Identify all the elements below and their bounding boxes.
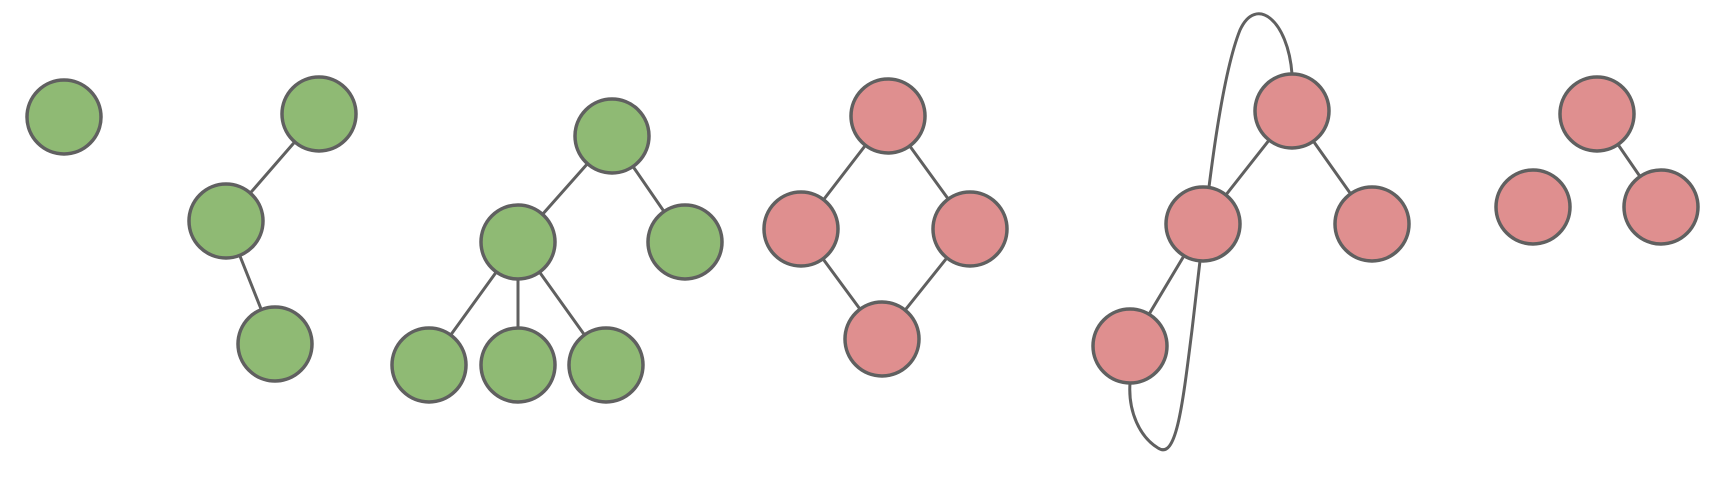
graph-3-node-e — [479, 326, 557, 404]
graph-6-node-b — [1494, 168, 1572, 246]
graph-3-node-a — [573, 97, 651, 175]
graph-5-node-c — [1333, 185, 1411, 263]
graph-5-node-a — [1253, 72, 1331, 150]
graph-3-node-b — [479, 203, 557, 281]
graph-2-node-a — [280, 75, 358, 153]
graph-1-node-a — [25, 78, 103, 156]
graph-2-node-c — [236, 305, 314, 383]
graph-6-node-c — [1622, 168, 1700, 246]
graph-4-node-b — [762, 190, 840, 268]
graph-3-node-f — [567, 326, 645, 404]
graph-4-node-a — [849, 77, 927, 155]
graph-4-node-c — [931, 190, 1009, 268]
graph-4-node-d — [843, 300, 921, 378]
graph-5-node-b — [1164, 185, 1242, 263]
graph-5-node-d — [1091, 307, 1169, 385]
graph-3-node-c — [646, 203, 724, 281]
graph-6-node-a — [1558, 75, 1636, 153]
graph-2-node-b — [187, 182, 265, 260]
nodes-layer — [25, 72, 1700, 404]
graph-3-node-d — [390, 326, 468, 404]
graph-5-edge-a-d — [1128, 12, 1294, 452]
